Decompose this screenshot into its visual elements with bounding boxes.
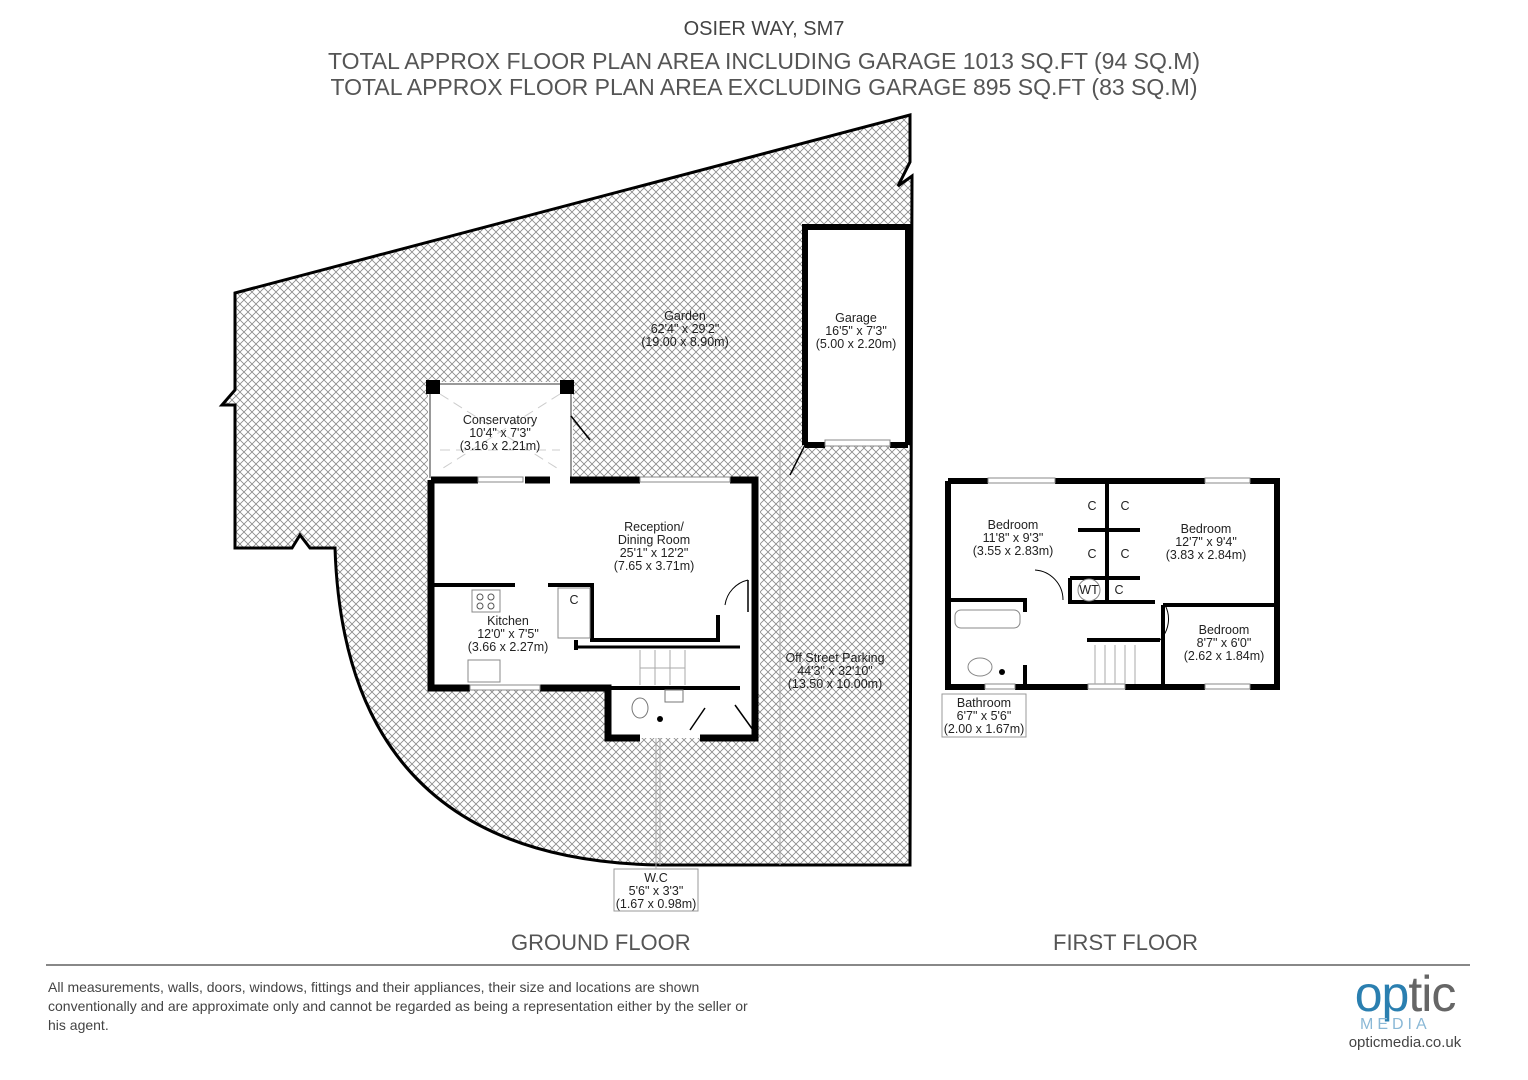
svg-text:44'3" x 32'10": 44'3" x 32'10" — [797, 664, 873, 678]
area-excluding-garage: TOTAL APPROX FLOOR PLAN AREA EXCLUDING G… — [330, 74, 1198, 100]
optic-media-logo: optic MEDIA opticmedia.co.uk — [1330, 969, 1480, 1051]
property-title: OSIER WAY, SM7 — [683, 18, 845, 40]
conservatory — [426, 380, 591, 482]
svg-text:Bedroom: Bedroom — [1181, 522, 1232, 536]
svg-text:62'4" x 29'2": 62'4" x 29'2" — [651, 322, 720, 336]
svg-text:(3.83 x 2.84m): (3.83 x 2.84m) — [1166, 548, 1247, 562]
svg-text:(3.16 x 2.21m): (3.16 x 2.21m) — [460, 439, 541, 453]
svg-text:(13.50 x 10.00m): (13.50 x 10.00m) — [788, 677, 883, 691]
svg-text:Garage: Garage — [835, 311, 877, 325]
room-label-garden: Garden 62'4" x 29'2" (19.00 x 8.90m) — [641, 309, 729, 349]
svg-text:(5.00 x 2.20m): (5.00 x 2.20m) — [816, 337, 897, 351]
footer-divider — [46, 964, 1470, 966]
svg-text:Dining Room: Dining Room — [618, 533, 690, 547]
logo-tic: tic — [1408, 966, 1456, 1022]
svg-text:25'1" x 12'2": 25'1" x 12'2" — [620, 546, 689, 560]
room-label-bathroom: Bathroom 6'7" x 5'6" (2.00 x 1.67m) — [941, 693, 1027, 738]
svg-text:10'4" x 7'3": 10'4" x 7'3" — [469, 426, 531, 440]
svg-text:Bedroom: Bedroom — [1199, 623, 1250, 637]
svg-text:C: C — [1114, 583, 1123, 597]
svg-text:(7.65 x 3.71m): (7.65 x 3.71m) — [614, 559, 695, 573]
svg-text:C: C — [1087, 547, 1096, 561]
svg-text:(2.00 x 1.67m): (2.00 x 1.67m) — [944, 722, 1025, 736]
first-floor-plan — [945, 477, 1280, 690]
room-label-garage: Garage 16'5" x 7'3" (5.00 x 2.20m) — [816, 311, 897, 351]
room-label-parking: Off Street Parking 44'3" x 32'10" (13.50… — [785, 651, 884, 691]
svg-text:Reception/: Reception/ — [624, 520, 684, 534]
svg-text:Off Street Parking: Off Street Parking — [785, 651, 884, 665]
svg-text:11'8" x 9'3": 11'8" x 9'3" — [983, 531, 1044, 545]
ground-floor-heading: GROUND FLOOR — [511, 930, 691, 955]
logo-op: op — [1354, 966, 1410, 1022]
svg-text:(3.55 x 2.83m): (3.55 x 2.83m) — [973, 544, 1054, 558]
svg-text:Bathroom: Bathroom — [957, 696, 1011, 710]
first-floor-heading: FIRST FLOOR — [1053, 930, 1199, 955]
svg-text:8'7" x 6'0": 8'7" x 6'0" — [1197, 636, 1252, 650]
room-label-wc: W.C 5'6" x 3'3" (1.67 x 0.98m) — [613, 738, 699, 912]
svg-text:(19.00 x 8.90m): (19.00 x 8.90m) — [641, 335, 729, 349]
area-including-garage: TOTAL APPROX FLOOR PLAN AREA INCLUDING G… — [327, 48, 1201, 74]
svg-text:Conservatory: Conservatory — [463, 413, 538, 427]
room-label-kitchen: Kitchen 12'0" x 7'5" (3.66 x 2.27m) — [468, 614, 549, 654]
ground-floor-house — [427, 476, 760, 742]
svg-text:12'7" x 9'4": 12'7" x 9'4" — [1175, 535, 1237, 549]
svg-text:5'6" x 3'3": 5'6" x 3'3" — [629, 884, 684, 898]
room-label-conservatory: Conservatory 10'4" x 7'3" (3.16 x 2.21m) — [460, 413, 541, 453]
svg-text:6'7" x 5'6": 6'7" x 5'6" — [957, 709, 1012, 723]
logo-media: MEDIA — [1360, 1016, 1431, 1033]
room-label-bedroom-1: Bedroom 11'8" x 9'3" (3.55 x 2.83m) — [973, 518, 1054, 558]
svg-text:(2.62 x 1.84m): (2.62 x 1.84m) — [1184, 649, 1265, 663]
svg-text:C: C — [1087, 499, 1096, 513]
svg-text:Garden: Garden — [664, 309, 706, 323]
room-label-bedroom-2: Bedroom 12'7" x 9'4" (3.83 x 2.84m) — [1166, 522, 1247, 562]
svg-text:W.C: W.C — [644, 871, 668, 885]
disclaimer: All measurements, walls, doors, windows,… — [48, 979, 748, 1033]
svg-text:Bedroom: Bedroom — [988, 518, 1039, 532]
svg-text:C: C — [1120, 547, 1129, 561]
svg-text:(3.66 x 2.27m): (3.66 x 2.27m) — [468, 640, 549, 654]
first-floor-cupboards: C C C C C WT — [1079, 499, 1129, 597]
cupboard-label: C — [569, 593, 578, 607]
website-link[interactable]: opticmedia.co.uk — [1348, 1034, 1462, 1051]
svg-text:16'5" x 7'3": 16'5" x 7'3" — [825, 324, 887, 338]
svg-text:C: C — [1120, 499, 1129, 513]
svg-text:Kitchen: Kitchen — [487, 614, 529, 628]
svg-text:(1.67 x 0.98m): (1.67 x 0.98m) — [616, 897, 697, 911]
water-tank-label: WT — [1079, 583, 1099, 597]
room-label-reception: Reception/ Dining Room 25'1" x 12'2" (7.… — [614, 520, 695, 573]
garage — [789, 224, 911, 476]
room-label-bedroom-3: Bedroom 8'7" x 6'0" (2.62 x 1.84m) — [1184, 623, 1265, 663]
svg-text:12'0" x 7'5": 12'0" x 7'5" — [477, 627, 539, 641]
